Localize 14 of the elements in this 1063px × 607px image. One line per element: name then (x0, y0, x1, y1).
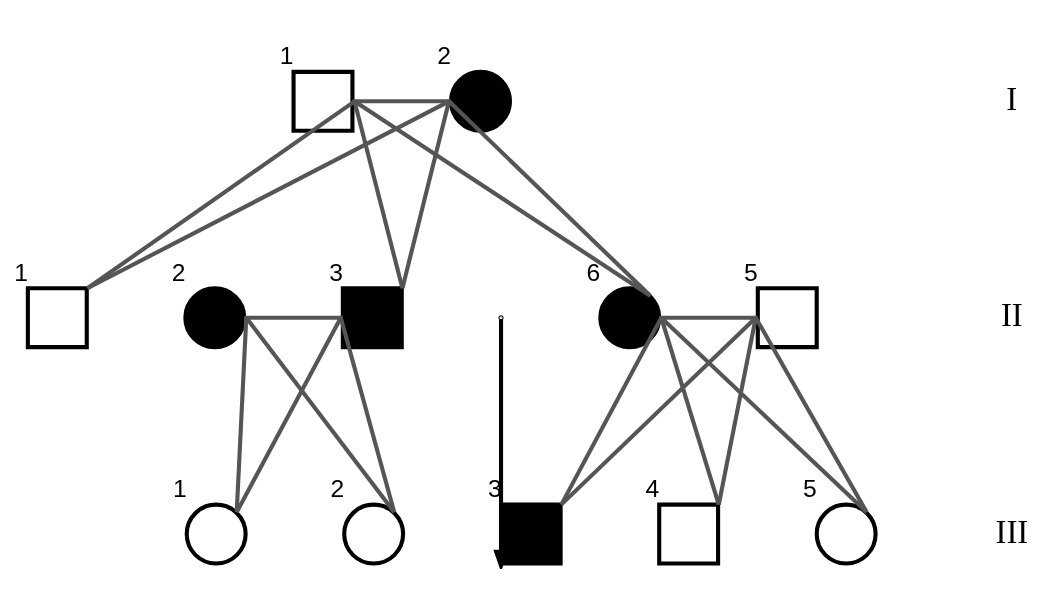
node-label: 1 (14, 258, 28, 286)
node-label: 1 (279, 41, 294, 69)
node-label: 2 (330, 474, 345, 502)
node-label: 1 (173, 474, 187, 502)
node-label: 4 (645, 474, 660, 502)
node-label: 6 (586, 258, 601, 286)
node-label: 3 (329, 258, 343, 286)
node-label: 2 (437, 41, 452, 69)
node-label: 5 (802, 474, 817, 502)
node-label: 2 (171, 258, 186, 286)
label: III (995, 513, 1029, 550)
node-label: 5 (744, 258, 758, 286)
label: I (1006, 80, 1018, 117)
label: II (1000, 296, 1023, 333)
